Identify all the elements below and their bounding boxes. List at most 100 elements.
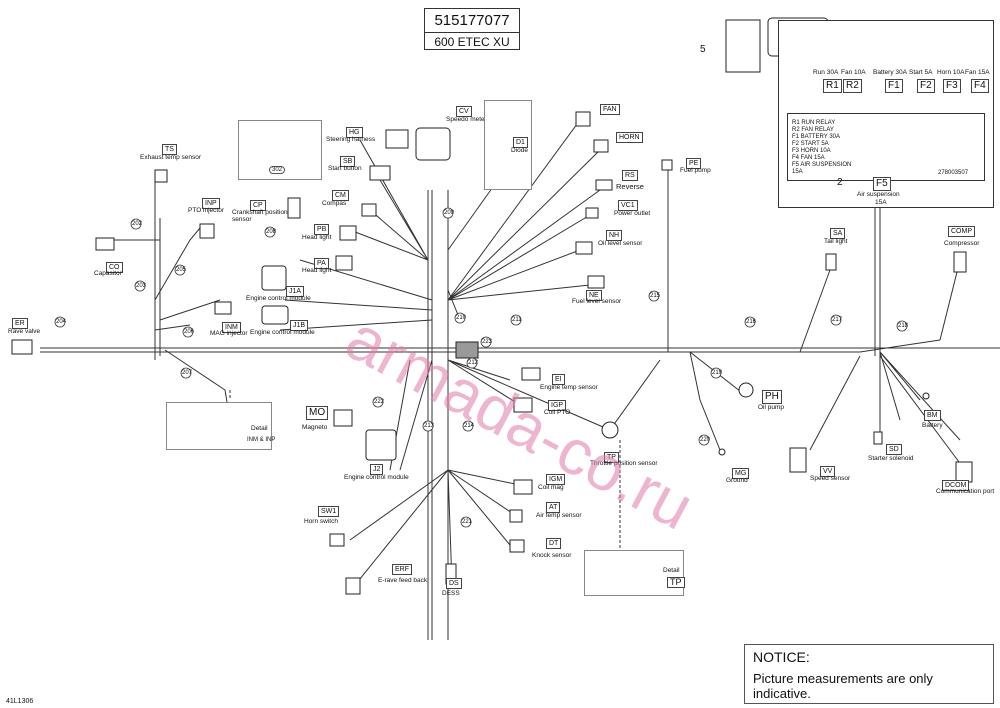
label-communication-port: Communication port (936, 488, 995, 495)
label-capasitor: Capasitor (94, 270, 122, 277)
fuse-f4: F4 (971, 79, 989, 93)
ecm-j2-connector (365, 429, 397, 461)
ref-208: 208 (266, 229, 277, 235)
speed-sensor-connector (789, 447, 807, 473)
label-power-outlet: Power outlet (614, 210, 651, 217)
fuse-f1: F1 (885, 79, 903, 93)
tag-j1a: J1A (286, 286, 305, 297)
fuse-r1-rating: Run 30A (813, 69, 839, 76)
tag-d1: D1 (513, 137, 528, 148)
horn-switch-connector (329, 533, 345, 547)
diode-inset: D1 Diode (484, 100, 532, 190)
label-erave-feedback: E-rave feed back (378, 577, 428, 584)
part-number: 515177077 (434, 12, 510, 29)
ref-219: 219 (712, 370, 723, 376)
detail-tp-code: TP (667, 577, 685, 588)
ref-212: 212 (468, 360, 479, 366)
label-reverse: Reverse (616, 182, 644, 191)
ref-206: 206 (184, 329, 195, 335)
label-compressor: Compressor (944, 240, 980, 247)
label-starter-solenoid: Starter solenoid (868, 455, 914, 462)
mag-injector-connector (214, 301, 232, 315)
ref-207: 207 (182, 370, 193, 376)
capasitor-connector (95, 237, 115, 251)
reverse-connector (595, 179, 613, 191)
ecm-j1a-connector (261, 265, 287, 291)
main-harness-trunk (40, 218, 1000, 360)
legend-line: R1 RUN RELAY (792, 120, 836, 126)
tag-rs: RS (622, 170, 638, 181)
label-fuel-level: Fuel level sensor (572, 298, 622, 305)
harness-junction (455, 341, 479, 359)
tag-cm: CM (332, 190, 349, 201)
legend-code: 278003507 (938, 170, 969, 176)
fuse-f5-rating: Air suspension (857, 191, 900, 198)
fuse-f2-rating: Start 5A (909, 69, 933, 76)
fuel-pump-connector (661, 159, 673, 171)
label-oil-pump: Oil pump (758, 404, 785, 411)
tag-comp: COMP (948, 226, 975, 237)
speedo-connector (415, 127, 451, 161)
tag-sw1: SW1 (318, 506, 340, 517)
tail-light-connector (825, 253, 837, 271)
tag-sa: SA (830, 228, 846, 239)
engine-temp-connector (521, 367, 541, 381)
fuse-f5-value: 15A (875, 199, 887, 206)
label-ecm-j1b: Engine control module (250, 329, 315, 336)
label-headlight-b: Head light (302, 234, 332, 241)
label-compas: Compas (322, 200, 347, 207)
callout-2: 2 (837, 177, 843, 188)
fuse-legend-box: R1 RUN RELAY R2 FAN RELAY F1 BATTERY 30A… (787, 113, 985, 181)
detail-tp-title: Detail (663, 567, 680, 574)
ecm-j1b-connector (261, 305, 289, 325)
fuse-box-panel: Run 30A R1 Fan 10A R2 Battery 30A F1 Sta… (778, 20, 994, 208)
inset-number: 302 (269, 166, 286, 174)
tag-dt: DT (546, 538, 562, 549)
label-headlight-a: Head light (302, 267, 332, 274)
fuse-f3-rating: Horn 10A (937, 69, 965, 76)
knock-sensor-connector (509, 539, 525, 553)
tag-co: CO (106, 262, 123, 273)
label-diode: Diode (511, 147, 528, 154)
fuse-r2: R2 (843, 79, 862, 93)
label-exhaust-temp: Exhaust temp sensor (140, 154, 202, 161)
tag-j2: J2 (370, 464, 384, 475)
ref-220: 220 (700, 437, 711, 443)
start-button-connector (369, 165, 391, 181)
crankshaft-inset: 302 (238, 120, 322, 180)
ref-211: 211 (512, 317, 522, 323)
notice-box: NOTICE: Picture measurements are only in… (744, 644, 994, 704)
battery-terminal (922, 392, 930, 400)
tag-ts: TS (162, 144, 177, 155)
tag-nh: NH (606, 230, 623, 241)
label-horn-switch: Horn switch (304, 518, 338, 525)
headlight-a-connector (335, 255, 353, 271)
ref-221: 221 (462, 519, 473, 525)
tag-j1b: J1B (290, 320, 309, 331)
rave-valve-connector (11, 339, 33, 355)
callout-5: 5 (700, 44, 706, 55)
ref-205: 205 (176, 267, 187, 273)
label-steering-harness: Steering harness (326, 136, 376, 143)
label-crankshaft: Crankshaft position sensor (232, 209, 288, 223)
fuse-label-sticker (725, 19, 761, 73)
label-ecm-j1a: Engine control module (246, 295, 311, 302)
label-coil-pto: Coil PTO (544, 409, 571, 416)
detail-injector-inset: Detail INM & INP (166, 402, 276, 450)
detail-injector-title: Detail (251, 425, 268, 432)
ref-222: 222 (374, 399, 385, 405)
label-throttle: Throttle position sensor (590, 460, 658, 467)
ref-223: 223 (482, 339, 493, 345)
horn-connector (593, 139, 609, 153)
tag-igp: IGP (548, 400, 567, 411)
ref-214: 214 (464, 423, 475, 429)
starter-solenoid-connector (873, 431, 883, 445)
tag-horn: HORN (616, 132, 643, 143)
fuse-f1-rating: Battery 30A (873, 69, 907, 76)
power-outlet-connector (585, 207, 599, 219)
label-speedo: Speedo meter (446, 116, 487, 123)
exhaust-temp-connector (154, 169, 168, 183)
tag-inm: INM (222, 322, 241, 333)
ref-217: 217 (832, 317, 843, 323)
detail-injector-code: INM & INP (247, 437, 276, 443)
